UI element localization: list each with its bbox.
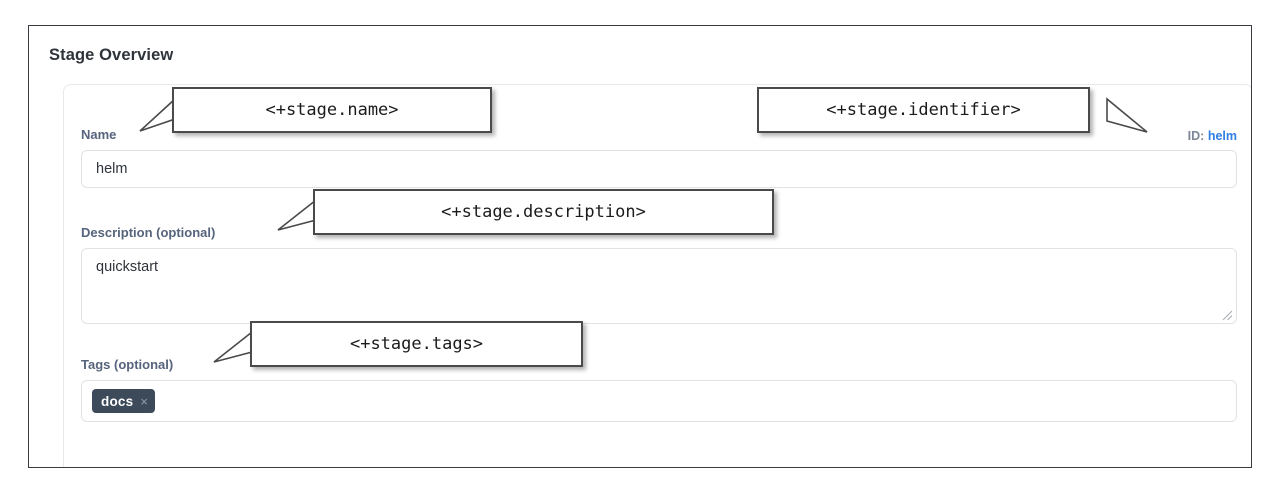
callout-stage-tags: <+stage.tags> (250, 321, 583, 367)
description-textarea-value: quickstart (96, 259, 159, 275)
tag-chip-docs[interactable]: docs × (92, 389, 156, 413)
name-label: Name (81, 127, 117, 142)
callout-stage-name: <+stage.name> (172, 87, 492, 133)
tags-input[interactable]: docs × (81, 380, 1237, 422)
resize-handle-icon[interactable] (1222, 309, 1233, 321)
page-title: Stage Overview (49, 46, 174, 64)
stage-identifier: ID: helm (1188, 129, 1237, 143)
callout-stage-identifier: <+stage.identifier> (757, 87, 1090, 133)
stage-overview-card: Name ID: helm helm Description (optional… (63, 84, 1251, 467)
callout-stage-description: <+stage.description> (313, 189, 774, 235)
tags-label: Tags (optional) (81, 357, 174, 372)
description-field-group: Description (optional) quickstart (81, 225, 1237, 324)
tag-chip-label: docs (101, 393, 134, 409)
identifier-value[interactable]: helm (1207, 129, 1237, 143)
description-textarea[interactable]: quickstart (81, 248, 1237, 324)
identifier-prefix-label: ID: (1187, 129, 1205, 143)
tag-remove-icon[interactable]: × (140, 393, 149, 409)
name-field-group: Name ID: helm helm (81, 127, 1237, 188)
tags-field-group: Tags (optional) docs × (81, 357, 1237, 422)
name-input-value: helm (96, 161, 128, 177)
description-label: Description (optional) (81, 225, 216, 240)
name-input[interactable]: helm (81, 150, 1237, 188)
